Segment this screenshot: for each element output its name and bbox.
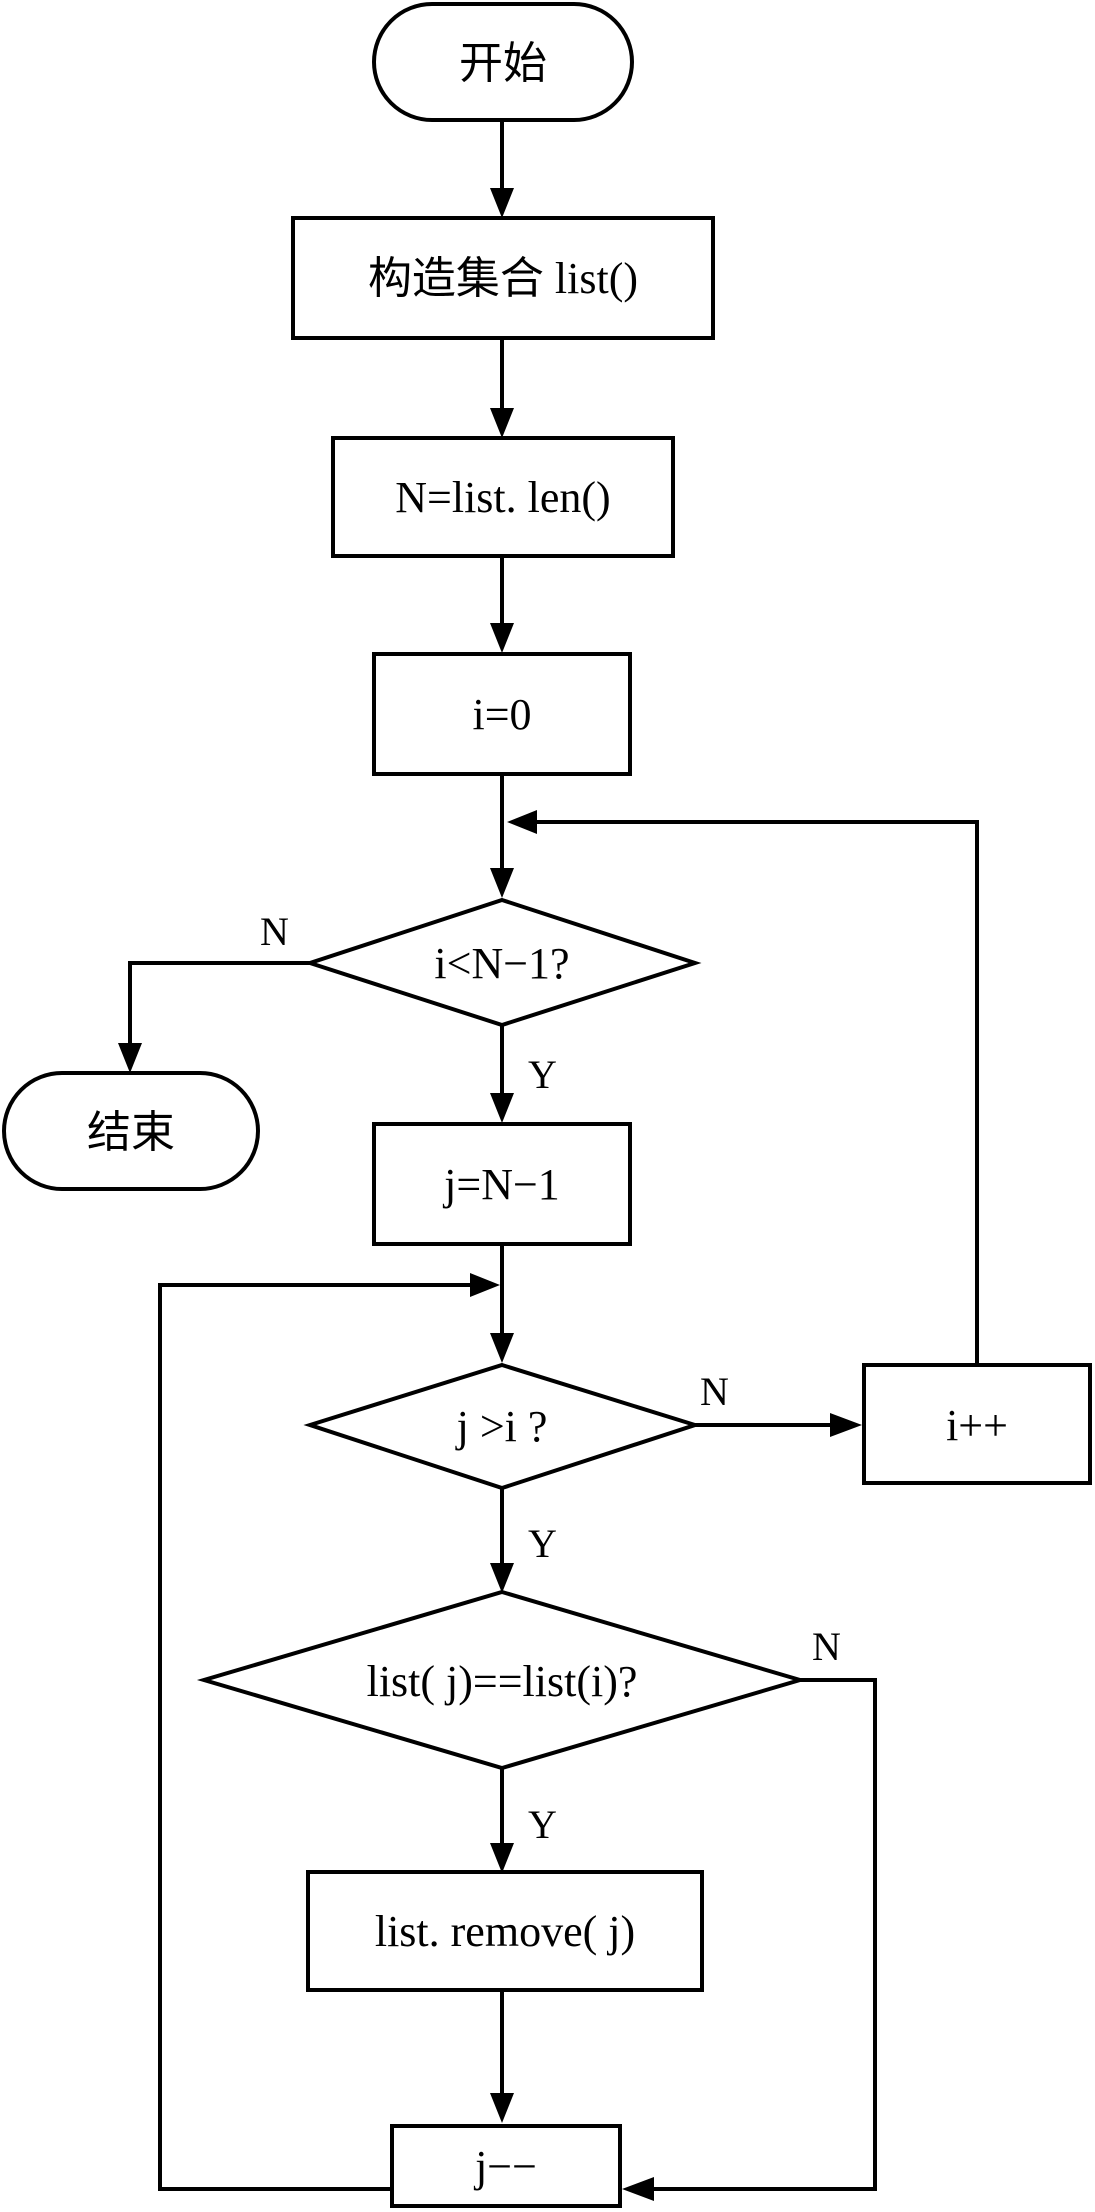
i-inc-node: i++ [862, 1363, 1092, 1485]
end-node: 结束 [2, 1071, 260, 1191]
j-init-node: j=N−1 [372, 1122, 632, 1246]
j-dec-label: j−− [473, 2142, 537, 2191]
remove-label: list. remove( j) [375, 1907, 635, 1956]
arrowhead [830, 1413, 862, 1437]
cond-j-label: j >i ? [455, 1402, 548, 1451]
cond-i-node: i<N−1? [303, 897, 702, 1028]
n-assign-node: N=list. len() [331, 436, 675, 558]
edge-iinc-loop [535, 820, 979, 1365]
j-dec-node: j−− [390, 2124, 622, 2208]
cond-eq-yes-label: Y [528, 1802, 557, 1847]
remove-node: list. remove( j) [306, 1870, 704, 1992]
arrowhead [470, 1273, 500, 1297]
i-init-node: i=0 [372, 652, 632, 776]
end-label: 结束 [87, 1108, 175, 1157]
construct-node: 构造集合 list() [291, 216, 715, 340]
arrowhead [490, 868, 514, 898]
cond-i-label: i<N−1? [434, 939, 569, 988]
n-assign-label: N=list. len() [395, 473, 610, 522]
arrowhead [507, 810, 537, 834]
cond-eq-label: list( j)==list(i)? [367, 1657, 638, 1706]
cond-i-no-label: N [260, 909, 289, 954]
edge-jdec-loop [158, 1283, 470, 2191]
cond-j-no-label: N [700, 1369, 729, 1414]
i-init-label: i=0 [472, 690, 531, 739]
arrowhead [490, 1333, 514, 1363]
edge-condeq-jdec [652, 1678, 877, 2191]
construct-label: 构造集合 list() [368, 254, 638, 303]
arrowhead [490, 623, 514, 653]
arrowhead [490, 1843, 514, 1873]
edge-condi-end [128, 961, 310, 1045]
cond-j-yes-label: Y [528, 1521, 557, 1566]
start-node: 开始 [372, 2, 634, 122]
arrowhead [490, 1093, 514, 1123]
arrowhead [490, 188, 514, 218]
cond-j-node: j >i ? [303, 1362, 702, 1491]
start-label: 开始 [459, 39, 547, 88]
cond-i-yes-label: Y [528, 1052, 557, 1097]
arrowhead [490, 1563, 514, 1593]
arrowhead [118, 1043, 142, 1073]
arrowhead [490, 2093, 514, 2123]
i-inc-label: i++ [946, 1401, 1008, 1450]
arrowhead [622, 2177, 654, 2201]
j-init-label: j=N−1 [442, 1160, 560, 1209]
cond-eq-no-label: N [812, 1624, 841, 1669]
arrowhead [490, 408, 514, 438]
cond-eq-node: list( j)==list(i)? [196, 1589, 808, 1771]
